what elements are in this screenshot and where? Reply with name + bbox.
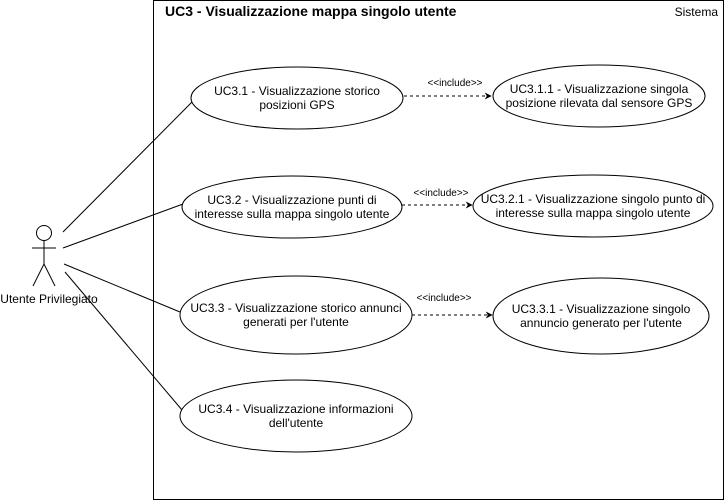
- use-case-text-line: interesse sulla mappa singolo utente: [496, 206, 691, 220]
- association-line-uc31: [62, 100, 194, 233]
- use-case-ellipse: [472, 174, 714, 238]
- use-case-text-line: annuncio generato per l'utente: [520, 316, 682, 330]
- include-label: <<include>>: [416, 293, 471, 304]
- use-case-text-line: UC3.3 - Visualizzazione storico annunci: [190, 301, 401, 315]
- use-case-ellipse: [190, 66, 404, 130]
- include-label: <<include>>: [413, 188, 468, 199]
- association-line-uc34: [64, 271, 183, 411]
- use-case-text-line: posizione rilevata dal sensore GPS: [506, 96, 693, 110]
- use-case-text-line: UC3.2 - Visualizzazione punti di: [207, 193, 376, 207]
- use-case-ellipse: [179, 275, 413, 355]
- include-label: <<include>>: [427, 78, 482, 89]
- include-relations: <<include>> <<include>> <<include>>: [402, 78, 493, 319]
- use-case-text-line: interesse sulla mappa singolo utente: [195, 207, 390, 221]
- use-case-text-line: UC3.3.1 - Visualizzazione singolo: [512, 302, 691, 316]
- use-case-text-line: UC3.1.1 - Visualizzazione singola: [510, 82, 689, 96]
- use-case-ellipse: [492, 64, 706, 128]
- use-case-uc34: UC3.4 - Visualizzazione informazionidell…: [179, 379, 413, 453]
- actor-label: Utente Privilegiato: [0, 292, 98, 306]
- use-case-uc33: UC3.3 - Visualizzazione storico annuncig…: [179, 275, 413, 355]
- use-case-text-line: UC3.4 - Visualizzazione informazioni: [198, 402, 393, 416]
- use-case-uc31: UC3.1 - Visualizzazione storicoposizioni…: [190, 66, 404, 130]
- system-title: UC3 - Visualizzazione mappa singolo uten…: [165, 3, 457, 19]
- use-case-ellipse: [492, 277, 710, 355]
- use-case-ellipse: [181, 175, 403, 239]
- use-case-uc311: UC3.1.1 - Visualizzazione singolaposizio…: [492, 64, 706, 128]
- use-case-text-line: dell'utente: [269, 416, 324, 430]
- association-line-uc33: [63, 263, 181, 313]
- use-case-text-line: UC3.1 - Visualizzazione storico: [214, 84, 380, 98]
- use-case-uc321: UC3.2.1 - Visualizzazione singolo punto …: [472, 174, 714, 238]
- use-case-uc32: UC3.2 - Visualizzazione punti diinteress…: [181, 175, 403, 239]
- system-label: Sistema: [675, 5, 719, 19]
- stick-figure-icon: [32, 225, 56, 287]
- use-case-ellipse: [179, 379, 413, 453]
- use-case-uc331: UC3.3.1 - Visualizzazione singoloannunci…: [492, 277, 710, 355]
- actor-utente-privilegiato: Utente Privilegiato: [0, 225, 98, 306]
- association-lines: [62, 100, 194, 411]
- use-case-text-line: generati per l'utente: [243, 315, 349, 329]
- use-case-text-line: UC3.2.1 - Visualizzazione singolo punto …: [481, 192, 706, 206]
- association-line-uc32: [62, 203, 184, 249]
- use-case-text-line: posizioni GPS: [259, 98, 334, 112]
- use-cases: UC3.1 - Visualizzazione storicoposizioni…: [179, 64, 714, 453]
